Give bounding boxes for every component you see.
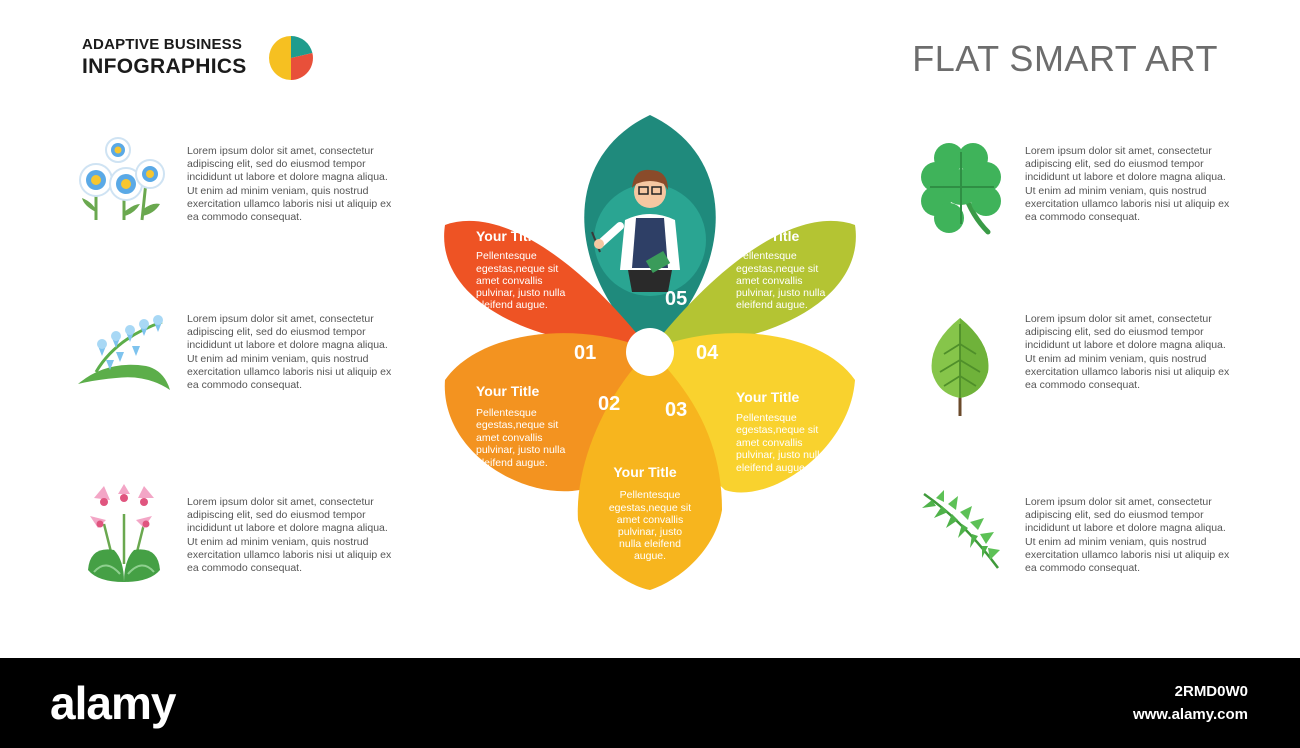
petal-number-05: 05 bbox=[665, 288, 687, 310]
petal-body-04-line1: Pellentesque bbox=[736, 412, 797, 424]
petal-body-02-line3: amet convallis bbox=[476, 432, 543, 444]
petal-body-04-line3: amet convallis bbox=[736, 437, 803, 449]
petal-body-01-line4: pulvinar, justo nulla bbox=[476, 287, 565, 299]
petal-body-01-line5: eleifend augue. bbox=[476, 299, 548, 311]
petal-title-03: Your Title bbox=[613, 464, 676, 480]
logo-line2: INFOGRAPHICS bbox=[82, 55, 247, 78]
footer-url: www.alamy.com bbox=[1132, 706, 1248, 723]
birch-leaf-icon bbox=[931, 318, 989, 416]
footer-bar: alamy 2RMD0W0 www.alamy.com bbox=[0, 658, 1300, 748]
page-title: FLAT SMART ART bbox=[912, 38, 1218, 79]
petal-number-03: 03 bbox=[665, 399, 687, 421]
petal-body-05-line1: Pellentesque bbox=[736, 250, 797, 262]
petal-body-03-line4: pulvinar, justo bbox=[618, 526, 682, 538]
fern-leaf-icon bbox=[922, 490, 1000, 569]
teacher-avatar-icon bbox=[591, 169, 706, 296]
side-text-4: Lorem ipsum dolor sit amet, consectetur … bbox=[1025, 145, 1230, 224]
petal-body-01-line3: amet convallis bbox=[476, 275, 543, 287]
petal-body-05-line4: pulvinar, justo nulla bbox=[736, 287, 825, 299]
petal-body-02-line1: Pellentesque bbox=[476, 407, 537, 419]
petal-body-05-line3: amet convallis bbox=[736, 275, 803, 287]
petal-body-03-line5: nulla eleifend bbox=[619, 538, 681, 550]
petal-body-05-line5: eleifend augue. bbox=[736, 299, 808, 311]
side-text-3: Lorem ipsum dolor sit amet, consectetur … bbox=[187, 496, 392, 575]
logo: ADAPTIVE BUSINESS INFOGRAPHICS bbox=[82, 36, 247, 80]
petal-body-01-line2: egestas,neque sit bbox=[476, 263, 558, 275]
petal-05 bbox=[650, 220, 856, 350]
petal-body-04-line5: eleifend augue. bbox=[736, 462, 808, 474]
petal-title-04: Your Title bbox=[736, 389, 799, 405]
bluebell-flower-icon bbox=[78, 315, 170, 390]
petal-number-01: 01 bbox=[574, 342, 596, 364]
petal-body-02-line4: pulvinar, justo nulla bbox=[476, 444, 565, 456]
petal-body-04-line2: egestas,neque sit bbox=[736, 424, 818, 436]
center-circle bbox=[626, 328, 674, 376]
petal-body-03-line6: augue. bbox=[634, 550, 666, 562]
petal-number-04: 04 bbox=[696, 342, 719, 364]
cyclamen-flower-icon bbox=[88, 484, 160, 582]
flower-diagram: 01 02 03 04 05 Your Title Pellentesque e… bbox=[444, 115, 856, 590]
petal-title-05: Your Title bbox=[736, 228, 799, 244]
footer-image-id: 2RMD0W0 bbox=[1174, 683, 1248, 700]
side-text-6: Lorem ipsum dolor sit amet, consectetur … bbox=[1025, 496, 1230, 575]
petal-body-01-line1: Pellentesque bbox=[476, 250, 537, 262]
petal-body-03-line3: amet convallis bbox=[617, 514, 684, 526]
side-text-5: Lorem ipsum dolor sit amet, consectetur … bbox=[1025, 313, 1230, 392]
side-text-2: Lorem ipsum dolor sit amet, consectetur … bbox=[187, 313, 392, 392]
petal-01 bbox=[444, 220, 650, 350]
petal-body-03-line2: egestas,neque sit bbox=[609, 502, 691, 514]
clover-leaf-icon bbox=[921, 143, 1001, 235]
petal-title-01: Your Title bbox=[476, 228, 539, 244]
petal-body-05-line2: egestas,neque sit bbox=[736, 263, 818, 275]
logo-line1: ADAPTIVE BUSINESS bbox=[82, 36, 243, 53]
logo-pie-icon bbox=[269, 36, 313, 80]
footer-brand: alamy bbox=[50, 677, 176, 729]
side-text-1: Lorem ipsum dolor sit amet, consectetur … bbox=[187, 145, 392, 224]
petal-03 bbox=[577, 350, 722, 590]
petal-body-02-line2: egestas,neque sit bbox=[476, 419, 558, 431]
petal-body-02-line5: eleifend augue. bbox=[476, 457, 548, 469]
daisy-flowers-icon bbox=[78, 137, 165, 221]
petal-body-03-line1: Pellentesque bbox=[620, 489, 681, 501]
petal-title-02: Your Title bbox=[476, 383, 539, 399]
petal-number-02: 02 bbox=[598, 393, 620, 415]
petal-body-04-line4: pulvinar, justo nulla bbox=[736, 449, 825, 461]
